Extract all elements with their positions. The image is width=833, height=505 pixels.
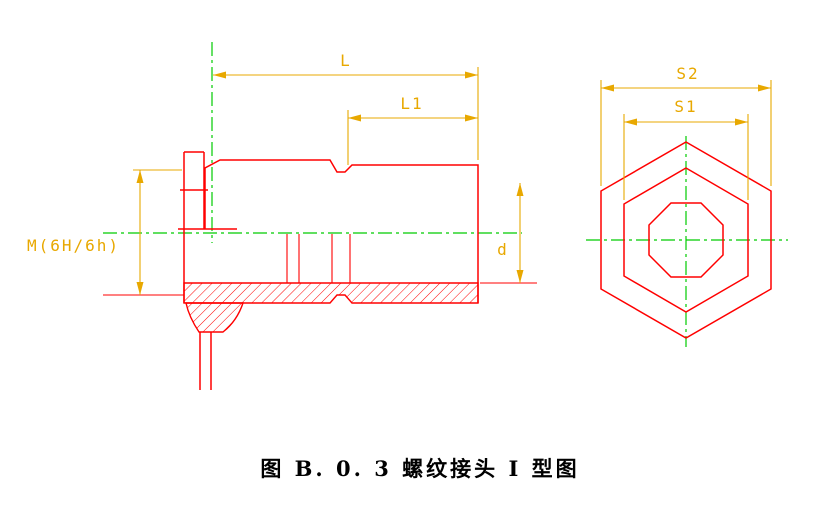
hex-end-view: S2 S1 (586, 64, 788, 347)
inner-hexagon (623, 167, 749, 313)
section-hatch-collar (185, 302, 244, 333)
dimension-S2-label: S2 (676, 64, 699, 83)
lower-stem-lines (199, 332, 212, 390)
dimension-d-label: d (497, 240, 509, 259)
threaded-stud-outline (178, 151, 237, 303)
dimension-d: d (497, 183, 524, 283)
section-hatch-band (183, 282, 479, 304)
outer-hexagon (600, 141, 772, 339)
dimension-S2: S2 (600, 64, 772, 186)
dimension-L: L (213, 51, 479, 160)
figure-caption: 图 B. 0. 3 螺纹接头 I 型图 (260, 456, 579, 481)
bore-circle (648, 202, 724, 278)
inner-bore-lines (286, 234, 351, 283)
dimension-S1: S1 (623, 97, 749, 200)
dimension-L1-label: L1 (400, 94, 423, 113)
front-section-view: L L1 M(6H/6h) d (27, 42, 537, 390)
dimension-thread-spec: M(6H/6h) (27, 169, 182, 295)
dimension-thread-spec-label: M(6H/6h) (27, 236, 120, 255)
dimension-S1-label: S1 (674, 97, 697, 116)
dimension-L1: L1 (347, 94, 478, 165)
body-upper-profile (204, 159, 479, 303)
dimension-L-label: L (340, 51, 352, 70)
